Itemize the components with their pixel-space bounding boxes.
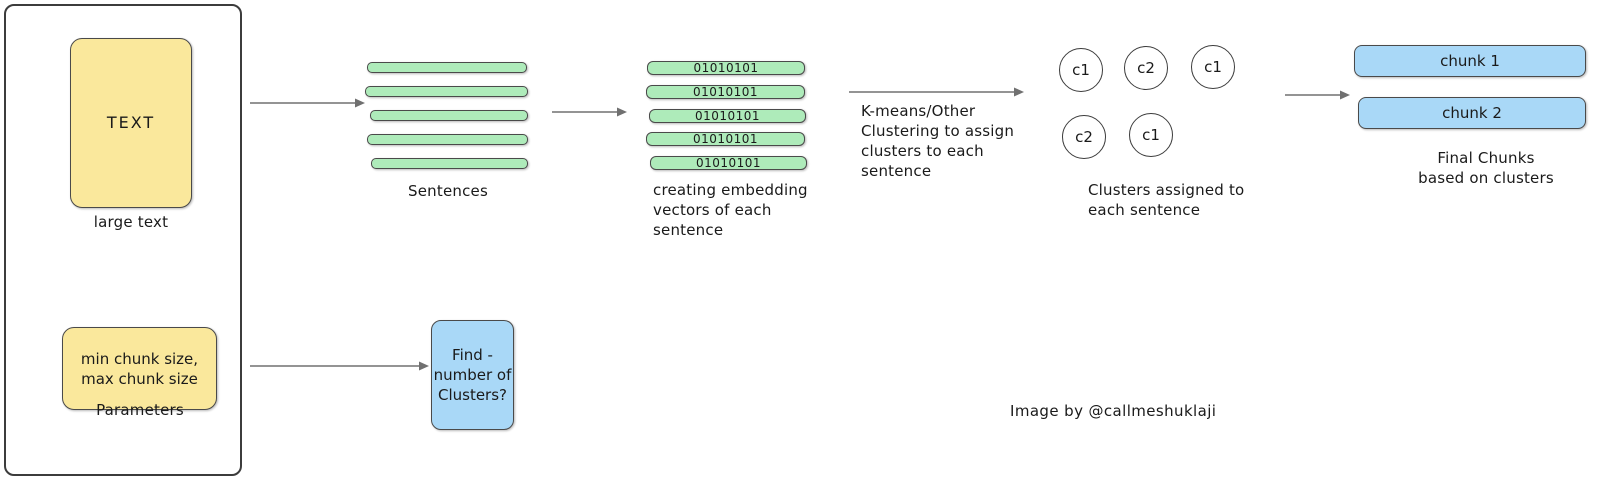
sentence-bar (367, 62, 527, 73)
sentence-bar (367, 134, 528, 145)
sentence-bar (365, 86, 528, 97)
find-clusters-box[interactable]: Find - number of Clusters? (431, 320, 514, 430)
arrow-parameters-to-find-clusters (250, 361, 429, 371)
sentence-bar (371, 158, 528, 169)
cluster-circle: c1 (1129, 113, 1173, 157)
clustering-step-label: K-means/Other Clustering to assign clust… (861, 102, 1015, 180)
cluster-circle: c1 (1191, 45, 1235, 89)
arrow-embeddings-to-clusters (849, 87, 1024, 97)
chunk-box[interactable]: chunk 2 (1358, 97, 1586, 129)
arrow-sentences-to-embeddings (552, 107, 627, 117)
embedding-bar: 01010101 (647, 61, 805, 75)
chunk-box[interactable]: chunk 1 (1354, 45, 1586, 77)
sentence-bar (370, 110, 528, 121)
arrow-clusters-to-chunks (1285, 90, 1350, 100)
embedding-bar: 01010101 (650, 156, 807, 170)
cluster-circle: c2 (1062, 115, 1106, 159)
final-chunks-caption: Final Chunks based on clusters (1418, 149, 1554, 187)
attribution-text: Image by @callmeshuklaji (1010, 402, 1217, 420)
cluster-circle: c1 (1059, 48, 1103, 92)
embedding-bar: 01010101 (646, 132, 805, 146)
embedding-bar: 01010101 (649, 109, 806, 123)
parameters-caption: Parameters (96, 401, 184, 419)
large-text-box[interactable]: TEXT (70, 38, 192, 208)
arrow-text-to-sentences (250, 98, 365, 108)
parameters-box[interactable]: min chunk size, max chunk size (62, 327, 217, 410)
large-text-caption: large text (93, 213, 169, 231)
clusters-caption: Clusters assigned to each sentence (1088, 181, 1245, 219)
embeddings-caption: creating embedding vectors of each sente… (653, 181, 808, 239)
embedding-bar: 01010101 (646, 85, 805, 99)
cluster-circle: c2 (1124, 46, 1168, 90)
sentences-caption: Sentences (408, 182, 488, 200)
